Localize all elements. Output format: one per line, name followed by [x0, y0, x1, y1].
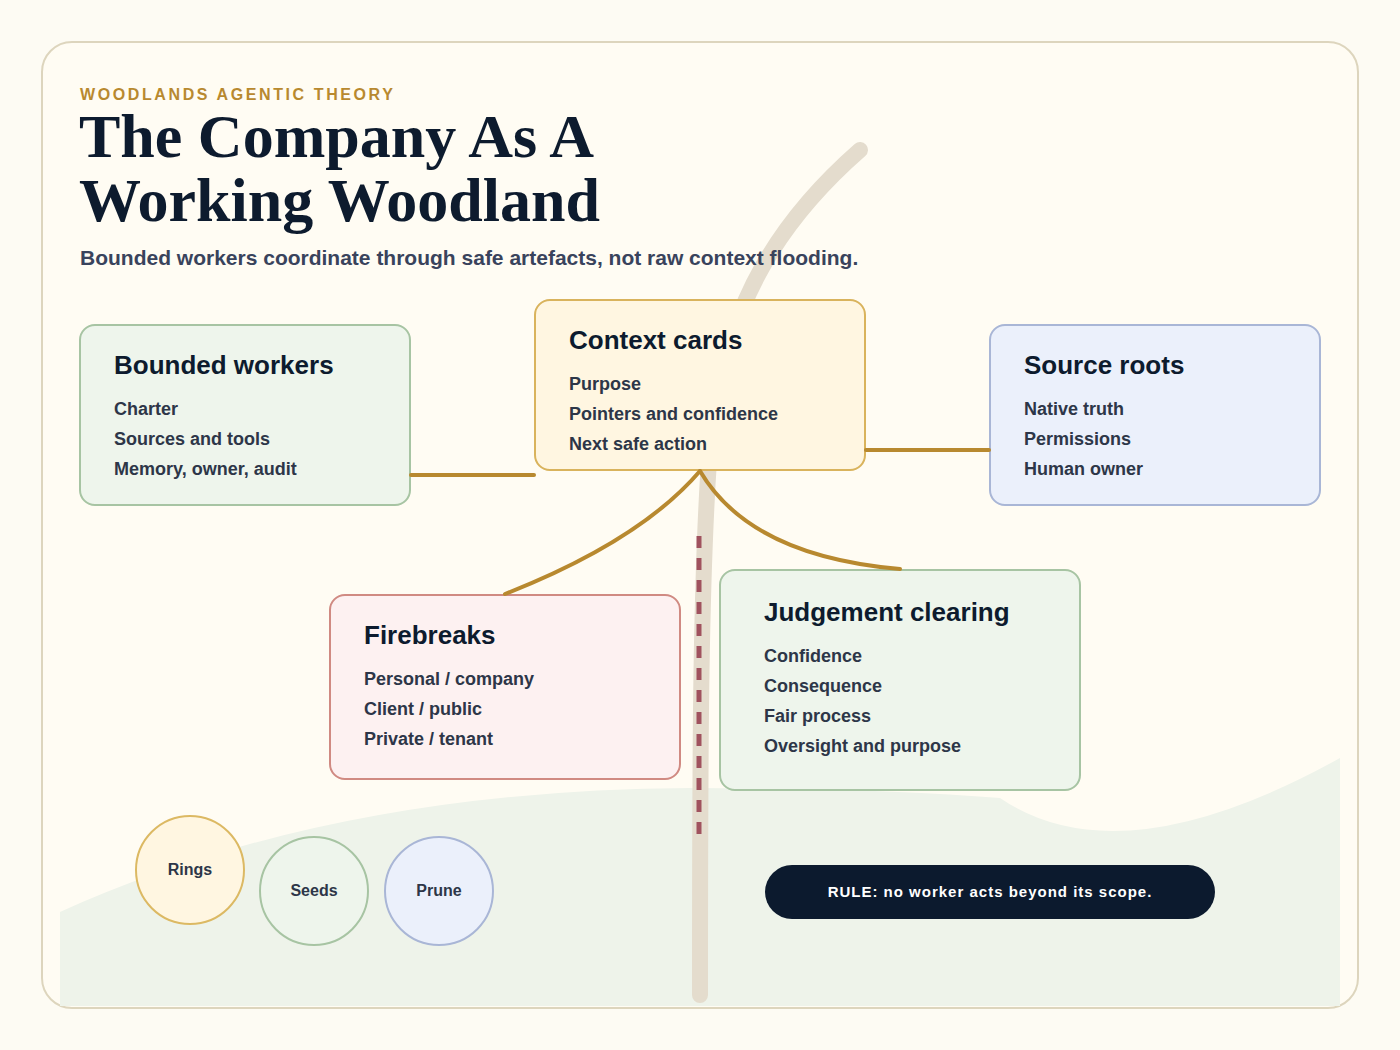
node-heading: Judgement clearing [764, 597, 1069, 627]
text-wrap: Prune [416, 876, 461, 906]
node-heading: Source roots [1024, 350, 1309, 380]
concept-box: Judgement clearingConfidenceConsequenceF… [719, 569, 1081, 791]
diagram-caption: Bounded workers coordinate through safe … [80, 246, 858, 270]
node-item: Pointers and confidence [569, 399, 854, 429]
firebreak-line [697, 536, 702, 836]
node-item: Fair process [764, 701, 1069, 731]
concept-box: Bounded workersCharterSources and toolsM… [79, 324, 411, 506]
node-item: Next safe action [569, 429, 854, 459]
page-frame [42, 42, 1358, 1008]
node-item: Human owner [1024, 454, 1309, 484]
rule-pill: RULE: no worker acts beyond its scope. [765, 865, 1215, 919]
node-heading: Prune [416, 876, 461, 906]
node-item: Private / tenant [364, 724, 669, 754]
diagram-title: The Company As A Working Woodland [79, 104, 719, 232]
text-wrap: RULE: no worker acts beyond its scope. [828, 877, 1153, 907]
node-item: Permissions [1024, 424, 1309, 454]
node-heading: RULE: no worker acts beyond its scope. [828, 877, 1153, 907]
node-item: Charter [114, 394, 399, 424]
concept-circle: Prune [384, 836, 494, 946]
connector-line [866, 448, 989, 452]
concept-box: Context cardsPurposePointers and confide… [534, 299, 866, 471]
concept-box: Source rootsNative truthPermissionsHuman… [989, 324, 1321, 506]
node-item: Personal / company [364, 664, 669, 694]
node-item: Native truth [1024, 394, 1309, 424]
node-heading: Seeds [290, 876, 337, 906]
node-item: Memory, owner, audit [114, 454, 399, 484]
node-item: Purpose [569, 369, 854, 399]
node-item: Oversight and purpose [764, 731, 1069, 761]
node-heading: Rings [168, 855, 212, 885]
node-item: Client / public [364, 694, 669, 724]
node-item: Sources and tools [114, 424, 399, 454]
eyebrow-label: WOODLANDS AGENTIC THEORY [80, 86, 395, 104]
text-wrap: Rings [168, 855, 212, 885]
connector-line [411, 473, 534, 477]
node-item: Confidence [764, 641, 1069, 671]
node-heading: Context cards [569, 325, 854, 355]
text-wrap: Seeds [290, 876, 337, 906]
concept-circle: Rings [135, 815, 245, 925]
node-heading: Bounded workers [114, 350, 399, 380]
node-heading: Firebreaks [364, 620, 669, 650]
concept-circle: Seeds [259, 836, 369, 946]
concept-box: FirebreaksPersonal / companyClient / pub… [329, 594, 681, 780]
connector-line [700, 471, 900, 569]
node-item: Consequence [764, 671, 1069, 701]
connector-line [505, 471, 700, 594]
